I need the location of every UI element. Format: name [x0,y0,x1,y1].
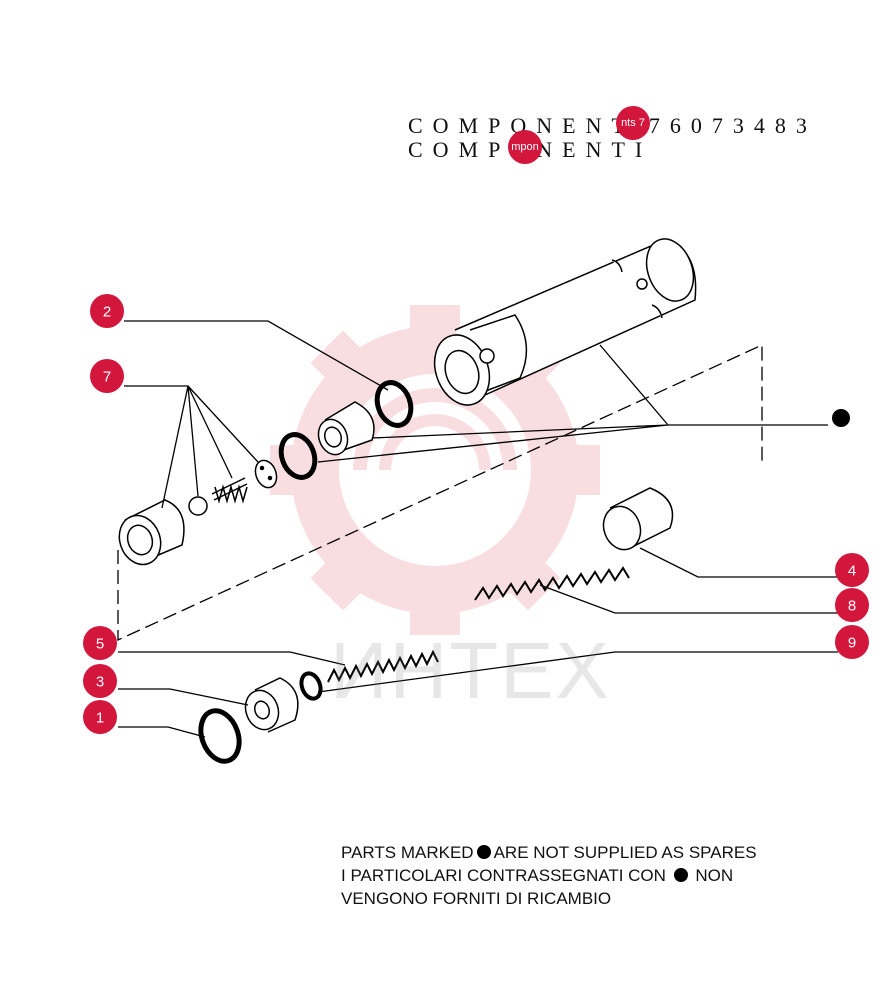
overlay-tag-1: nts 7 [616,106,650,140]
callout-circle-1 [83,700,117,734]
valve-body-tube [433,238,697,406]
callout-label-5: 5 [96,636,104,653]
callout-circle-2 [90,294,124,328]
note-line-2-end: NON [695,866,734,885]
not-supplied-marker [832,409,850,427]
note-line-3: VENGONO FORNITI DI RICAMBIO [341,889,612,908]
bushing-part [317,401,375,456]
watermark-gear-icon [270,305,600,635]
note-line-2: I PARTICOLARI CONTRASSEGNATI CON NON [341,864,757,887]
part-number: 76073483 [648,113,817,138]
spares-note: PARTS MARKED ARE NOT SUPPLIED AS SPARES I… [341,841,757,910]
callout-label-2: 2 [103,304,111,321]
note-line-1-end: ARE NOT SUPPLIED AS SPARES [493,843,757,862]
callout-label-4: 4 [848,563,856,580]
o-ring-part-1 [198,708,242,764]
note-line-2-start: I PARTICOLARI CONTRASSEGNATI CON [341,866,666,885]
plug-part-3 [244,677,299,733]
callout-circle-9 [835,625,869,659]
check-valve-assembly-part-7 [118,459,278,566]
spring-part-5 [327,649,439,683]
title-line-2: COMPONENTI [408,138,817,162]
callout-label-3: 3 [96,674,104,691]
callout-circle-7 [90,359,124,393]
callout-label-9: 9 [848,635,856,652]
assembly-dashed-outline [117,343,763,642]
watermark-text: ИНТЕХ [330,626,611,715]
o-ring-part [278,432,318,480]
callout-label-1: 1 [96,710,104,727]
o-ring-part-2 [374,380,414,428]
sleeve-part-4 [602,487,674,551]
marker-dot-icon [476,845,491,859]
spring-part-8 [474,566,630,601]
note-line-1-start: PARTS MARKED [341,843,474,862]
callout-circle-3 [83,664,117,698]
leader-lines [118,320,838,738]
callout-label-8: 8 [848,598,856,615]
small-ring-part-9 [299,671,323,701]
note-line-1: PARTS MARKED ARE NOT SUPPLIED AS SPARES [341,841,757,864]
callout-circle-4 [835,553,869,587]
callout-markers: 2 7 4 8 5 9 3 1 [83,294,869,734]
marker-dot-icon [673,868,688,882]
callout-label-7: 7 [103,369,111,386]
overlay-tag-2: mpon [508,130,542,164]
callout-circle-5 [83,626,117,660]
callout-circle-8 [835,588,869,622]
